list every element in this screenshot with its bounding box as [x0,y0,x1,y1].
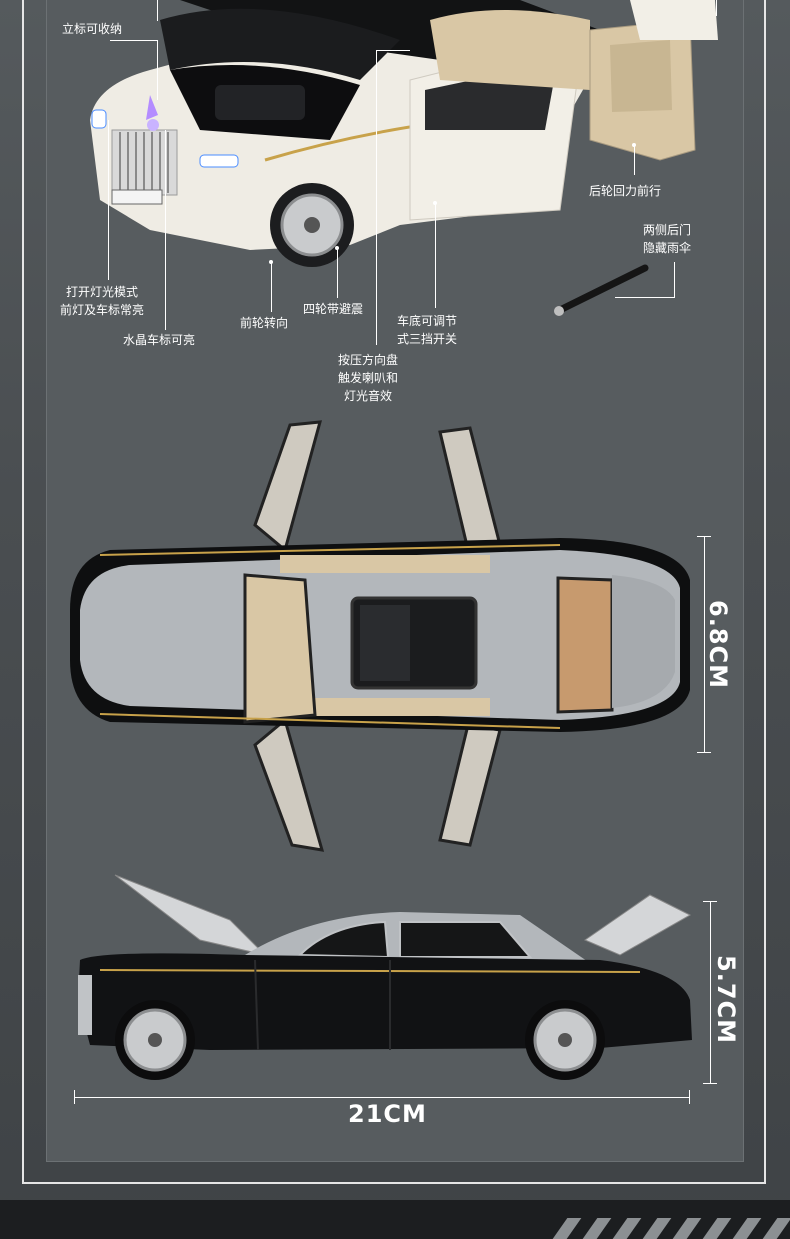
label-four-wheel-shock: 四轮带避震 [303,302,364,316]
white-car-illustration [90,0,718,316]
dim-length-line [74,1097,689,1098]
callout-line-crystal [165,130,166,330]
callout-line-chassis [435,203,436,308]
callout-line-umbrella [674,262,675,297]
label-front-steer: 前轮转向 [240,316,289,330]
label-crystal-logo: 水晶车标可亮 [123,333,196,347]
callout-line-front-steer [271,262,272,312]
dim-length-right-cap [689,1090,690,1104]
bottom-band [0,1200,790,1239]
callout-line-steering [376,50,377,345]
callout-line-ornament-h [110,40,158,41]
dim-height-line [710,901,711,1083]
label-headlight-mode: 打开灯光模式 前灯及车标常亮 [60,285,145,317]
callout-line-umbrella-h [615,297,675,298]
label-chassis-switch: 车底可调节 式三挡开关 [397,314,458,346]
dim-width-line [704,536,705,752]
dimension-width-label: 6.8CM [704,600,732,690]
label-umbrella: 两侧后门 隐藏雨伞 [643,223,692,255]
callout-dot-front-steer [269,260,273,264]
callout-dot-rear [632,143,636,147]
callout-dot-shock [335,246,339,250]
label-steering-press: 按压方向盘 触发喇叭和 灯光音效 [338,353,399,403]
callout-line-ornament [157,0,158,21]
outer-frame [22,0,766,1184]
callout-line-rear [634,145,635,175]
callout-line-steering-h [376,50,410,51]
callout-dot-chassis [433,201,437,205]
side-view-car-illustration [78,874,692,1080]
callout-line-shock [337,248,338,298]
dimension-height-label: 5.7CM [712,955,740,1045]
label-rear-pullback: 后轮回力前行 [589,184,662,198]
dim-width-bottom-cap [697,752,711,753]
dim-height-bottom-cap [703,1083,717,1084]
top-view-car-illustration [70,420,690,852]
label-ornament-retract: 立标可收纳 [62,22,123,36]
callout-line-top-right [716,0,717,16]
callout-line-ornament-v [157,40,158,100]
dimension-length-label: 21CM [348,1100,427,1128]
callout-line-headlight [108,120,109,280]
